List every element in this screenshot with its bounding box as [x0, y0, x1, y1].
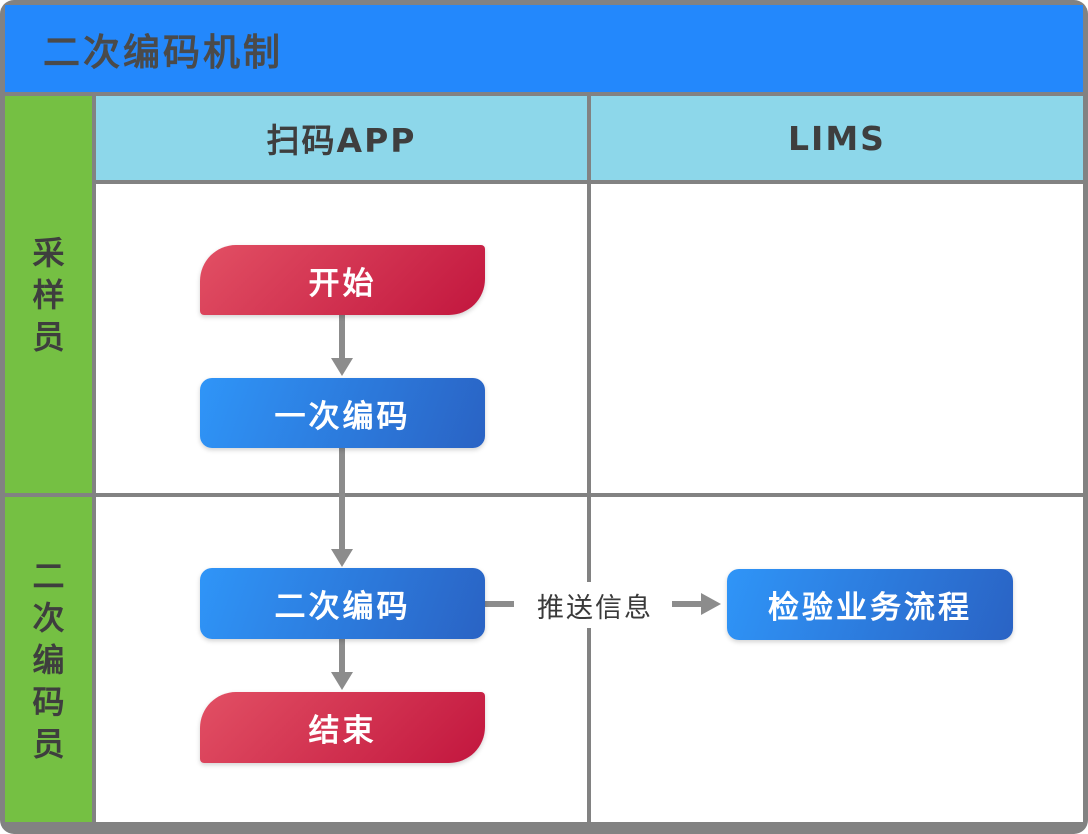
node-end-text: 结束: [308, 713, 377, 749]
arrow-line: [339, 315, 345, 360]
arrowhead-down-icon: [331, 358, 353, 376]
arrowhead-right-icon: [701, 593, 721, 615]
column-header-scan-app-text: 扫码APP: [266, 121, 417, 160]
node-inspection-process-text: 检验业务流程: [768, 590, 972, 626]
lane-label-sampler-text: 采样员: [32, 233, 65, 356]
page-title: 二次编码机制: [43, 30, 283, 74]
title-bar: 二次编码机制: [5, 5, 1083, 92]
edge-label-push-info-text: 推送信息: [537, 592, 653, 624]
arrow-line: [339, 448, 345, 550]
lane-label-secondary-coder-text: 二次编码员: [32, 556, 65, 763]
node-start: 开始: [200, 245, 485, 315]
lane-label-sampler: 采样员: [5, 96, 92, 493]
lane-label-secondary-coder: 二次编码员: [5, 497, 92, 822]
node-inspection-process: 检验业务流程: [727, 569, 1013, 640]
node-end: 结束: [200, 692, 485, 763]
arrow-line: [672, 601, 702, 607]
node-start-text: 开始: [308, 265, 377, 302]
node-first-coding: 一次编码: [200, 378, 485, 448]
arrow-line: [339, 639, 345, 674]
arrowhead-down-icon: [331, 549, 353, 567]
cell-sampler-lims: [591, 184, 1083, 493]
edge-label-push-info: 推送信息: [522, 582, 668, 628]
column-header-lims-text: LIMS: [788, 118, 886, 158]
arrow-line: [485, 601, 514, 607]
arrowhead-down-icon: [331, 672, 353, 690]
node-second-coding: 二次编码: [200, 568, 485, 639]
column-header-scan-app: 扫码APP: [96, 96, 587, 180]
node-second-coding-text: 二次编码: [274, 589, 411, 625]
column-header-lims: LIMS: [591, 96, 1083, 180]
cell-coder-lims: [591, 497, 1083, 822]
node-first-coding-text: 一次编码: [274, 398, 411, 435]
